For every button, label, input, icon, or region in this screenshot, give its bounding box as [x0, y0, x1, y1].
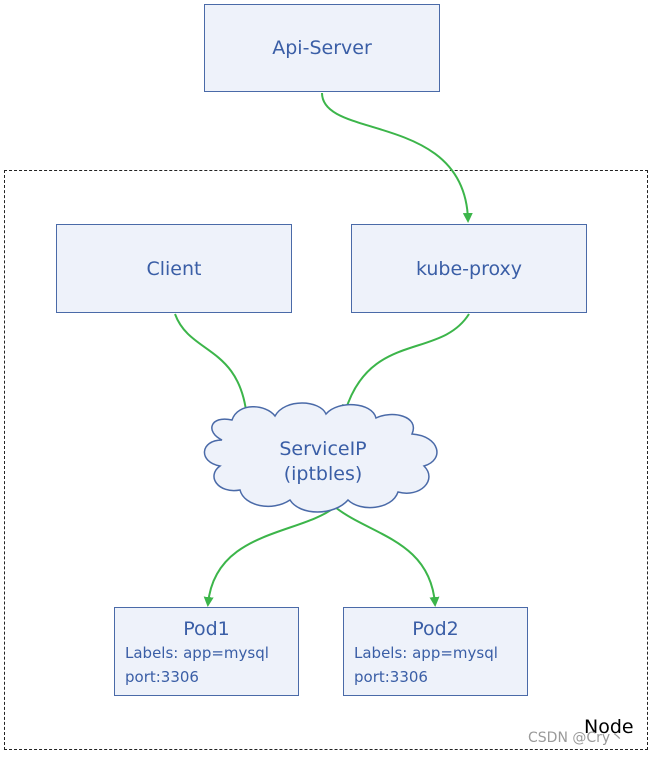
edge-client-to-serviceip	[174, 313, 252, 421]
edge-apiserver-to-kubeproxy	[321, 92, 473, 223]
serviceip-sublabel: (iptbles)	[283, 463, 363, 485]
api-server-label: Api-Server	[272, 37, 372, 59]
edge-serviceip-to-pod2	[334, 506, 440, 607]
pod2-title: Pod2	[412, 618, 459, 640]
edge-kubeproxy-to-serviceip	[342, 313, 470, 415]
kube-proxy-box: kube-proxy	[351, 224, 587, 313]
node-group-frame	[4, 170, 648, 750]
client-box: Client	[56, 224, 292, 313]
pod2-box: Pod2 Labels: app=mysql port:3306	[343, 607, 528, 696]
pod2-port: port:3306	[354, 668, 428, 686]
edge-serviceip-to-pod1	[203, 506, 336, 607]
client-label: Client	[146, 257, 202, 280]
api-server-box: Api-Server	[204, 4, 440, 92]
serviceip-cloud-shape	[203, 402, 438, 513]
node-group-label: Node	[584, 716, 634, 738]
serviceip-label: ServiceIP	[279, 438, 367, 460]
pod2-labels: Labels: app=mysql	[354, 644, 498, 662]
pod1-labels: Labels: app=mysql	[125, 644, 269, 662]
kube-proxy-label: kube-proxy	[415, 257, 523, 280]
pod1-port: port:3306	[125, 668, 199, 686]
csdn-watermark: CSDN @Cry丶	[528, 730, 625, 746]
pod1-title: Pod1	[183, 618, 230, 640]
pod1-box: Pod1 Labels: app=mysql port:3306	[114, 607, 299, 696]
